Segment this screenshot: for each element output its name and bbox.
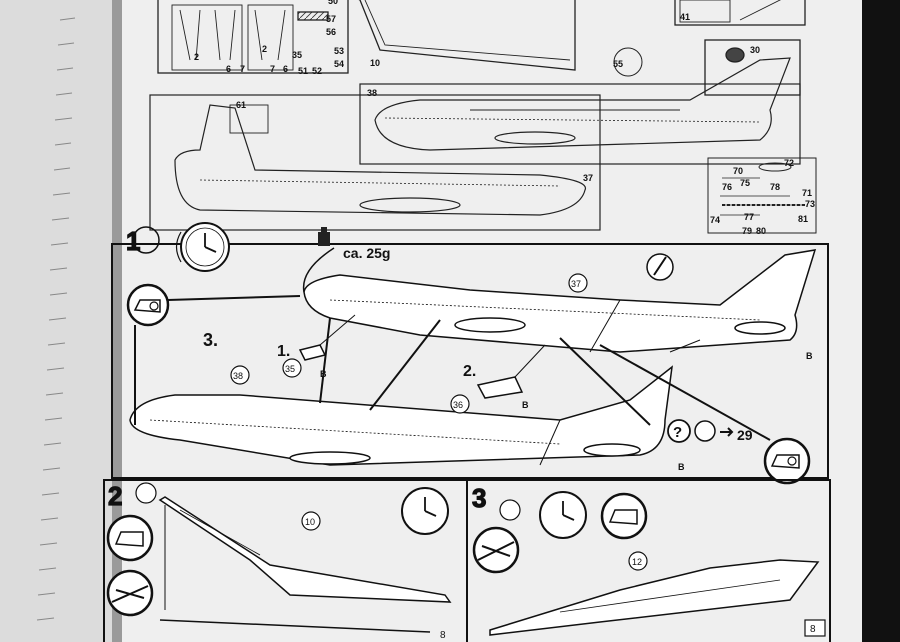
part-callout: 37 (568, 273, 588, 293)
clock-icon (175, 222, 230, 272)
goto-step-arrow: 29 (694, 420, 753, 443)
part-number: 50 (328, 0, 338, 6)
part-number: 35 (292, 50, 302, 60)
part-number: 55 (613, 59, 623, 69)
part-number: 41 (680, 12, 690, 22)
weight-label: ca. 25g (343, 245, 390, 261)
glue-icon (106, 514, 154, 562)
sprue-overview (157, 0, 806, 96)
step-2-panel: 2 10 8 (103, 479, 468, 642)
part-number: 80 (756, 226, 766, 236)
part-number: 6 (283, 64, 288, 74)
part-36-detail: 36 (450, 344, 546, 414)
reference-marker: B B B B (320, 351, 813, 472)
part-number: 57 (326, 14, 336, 24)
part-number: 54 (334, 59, 344, 69)
part-number: 61 (236, 100, 246, 110)
part-number: 52 (312, 66, 322, 76)
part-number: 73 (805, 199, 815, 209)
clock-icon (401, 487, 449, 535)
part-number: 7 (270, 64, 275, 74)
svg-text:B: B (806, 351, 813, 361)
left-page-margin-ticks (36, 17, 76, 621)
step-number: 3 (472, 483, 486, 513)
glue-icon (126, 283, 170, 327)
fuselage-half-38 (129, 365, 673, 466)
reference-marker: 8 (440, 630, 446, 641)
part-number: 7 (240, 64, 245, 74)
part-callout: 12 (628, 551, 648, 571)
svg-text:36: 36 (453, 400, 463, 410)
part-number: 2 (194, 52, 199, 62)
substep-label: 1. (277, 343, 290, 360)
sprue-small-parts (707, 157, 817, 234)
svg-text:35: 35 (285, 364, 295, 374)
part-number: 6 (226, 64, 231, 74)
step-number: 2 (108, 481, 122, 511)
part-number: 72 (784, 158, 794, 168)
glue-icon (600, 492, 648, 540)
part-callout: 38 (230, 365, 250, 385)
left-page (0, 0, 120, 642)
part-number: 76 (722, 182, 732, 192)
svg-text:29: 29 (737, 427, 753, 443)
part-number: 77 (744, 212, 754, 222)
part-number: 71 (802, 188, 812, 198)
substep-label: 2. (463, 363, 476, 380)
part-number: 53 (334, 46, 344, 56)
assembly-lines (134, 295, 771, 441)
step-1-panel: 1 ca. 25g (111, 222, 829, 485)
svg-text:?: ? (673, 424, 682, 441)
part-number: 37 (583, 173, 593, 183)
step-3-panel: 3 12 8 (466, 479, 831, 642)
knife-icon (646, 253, 674, 281)
substep-label: 3. (203, 330, 218, 350)
clamp-icon (106, 569, 154, 617)
part-number: 75 (740, 178, 750, 188)
step-number: 1 (126, 226, 140, 256)
part-number: 81 (798, 214, 808, 224)
wing-part-10 (158, 496, 452, 633)
part-number: 2 (262, 44, 267, 54)
svg-text:B: B (522, 400, 529, 410)
svg-text:10: 10 (305, 517, 315, 527)
part-number: 38 (367, 88, 377, 98)
wing-part-12 (489, 559, 820, 636)
svg-text:37: 37 (571, 279, 581, 289)
clamp-icon (472, 526, 520, 574)
sprue-fuselage-38 (359, 57, 801, 165)
part-number: 78 (770, 182, 780, 192)
fuselage-half-37 (303, 249, 817, 353)
part-35-detail: 35 (282, 314, 356, 378)
part-number: 56 (326, 27, 336, 37)
clock-icon (539, 491, 587, 539)
sprue-part-numbers: 2 2 6 7 6 7 10 30 35 38 37 41 50 51 52 5… (194, 0, 815, 236)
glue-icon (763, 437, 811, 485)
svg-text:B: B (678, 462, 685, 472)
hint-icon: ? (667, 419, 691, 443)
part-number: 10 (370, 58, 380, 68)
svg-text:38: 38 (233, 371, 243, 381)
part-callout: 10 (301, 511, 321, 531)
part-number: 74 (710, 215, 720, 225)
svg-text:12: 12 (632, 557, 642, 567)
part-number: 51 (298, 66, 308, 76)
reference-marker: 8 (810, 624, 816, 635)
svg-text:B: B (320, 369, 327, 379)
part-number: 30 (750, 45, 760, 55)
part-number: 70 (733, 166, 743, 176)
sprue-fuselage-37 (149, 94, 601, 231)
part-number: 79 (742, 226, 752, 236)
weight-icon (318, 227, 330, 246)
